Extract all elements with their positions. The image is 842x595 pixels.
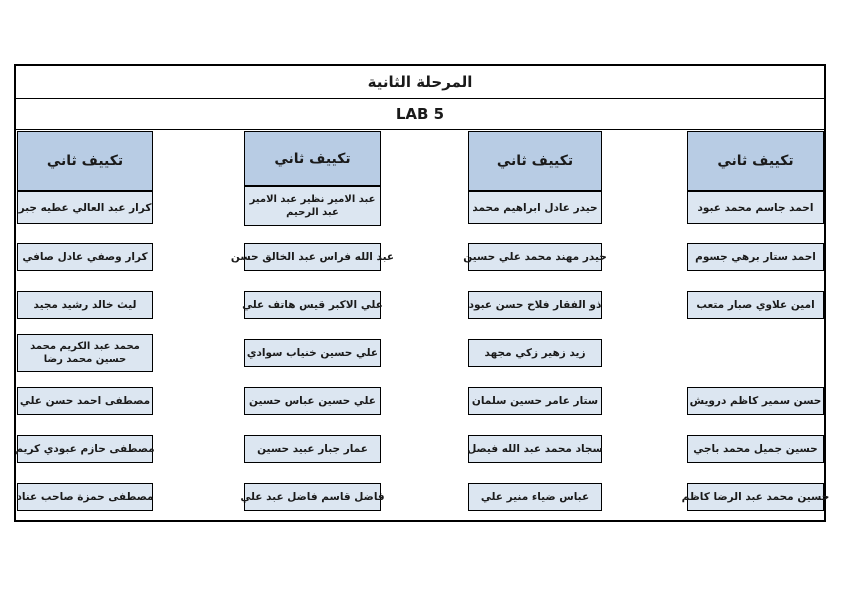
student-cell: امين علاوي صبار متعب [687,291,824,319]
group-column-second-from-left: تكييف ثاني عبد الامير نظير عبد الامير عب… [231,131,394,513]
student-cell: فاضل قاسم فاضل عبد علي [240,483,385,511]
student-cell: حسن سمير كاظم درويش [687,387,824,415]
group-column-leftmost: تكييف ثاني كرار عبد العالي عطيه جبر كرار… [15,131,155,513]
student-cell: مصطفى احمد حسن علي [17,387,153,415]
student-cell: حسين محمد عبد الرضا كاظم [682,483,829,511]
student-cell: حيدر مهند محمد علي حسين [463,243,607,271]
group-header: تكييف ثاني [468,131,602,191]
student-cell: كرار وصفي عادل صافي [17,243,153,271]
student-cell: عبد الامير نظير عبد الامير عبد الرحيم [244,186,381,226]
student-cell: كرار عبد العالي عطيه جبر [17,191,153,224]
lab-title: LAB 5 [395,105,445,123]
group-header: تكييف ثاني [687,131,824,191]
student-cell: عمار جبار عبيد حسين [244,435,381,463]
student-cell: علي حسين خنياب سوادي [244,339,381,367]
student-cell: ليث خالد رشيد مجيد [17,291,153,319]
student-cell: حسين جميل محمد باجي [687,435,824,463]
student-cell: حيدر عادل ابراهيم محمد [468,191,602,224]
student-cell: مصطفى حمزة صاحب عناد [16,483,154,511]
student-cell: علي حسين عباس حسين [244,387,381,415]
student-cell: ذو الفقار فلاح حسن عبود [468,291,602,319]
lab-title-row: LAB 5 [16,99,824,130]
group-header: تكييف ثاني [17,131,153,191]
student-cell: محمد عبد الكريم محمد حسين محمد رضا [17,334,153,372]
student-cell: مصطفى حازم عبودي كريم [15,435,155,463]
student-cell: ستار عامر حسين سلمان [468,387,602,415]
group-header: تكييف ثاني [244,131,381,186]
student-cell: عباس ضياء منير علي [468,483,602,511]
student-cell: سجاد محمد عبد الله فيصل [467,435,603,463]
group-column-rightmost: تكييف ثاني احمد جاسم محمد عبود احمد ستار… [682,131,829,513]
student-cell: عبد الله فراس عبد الخالق حسن [231,243,394,271]
student-cell: زيد زهير زكي مجهد [468,339,602,367]
stage-title: المرحلة الثانية [367,73,473,91]
group-column-second-from-right: تكييف ثاني حيدر عادل ابراهيم محمد حيدر م… [463,131,607,513]
student-cell: احمد ستار برهي جسوم [687,243,824,271]
student-cell: علي الاكبر قيس هاتف علي [242,291,383,319]
student-cell: احمد جاسم محمد عبود [687,191,824,224]
stage-title-row: المرحلة الثانية [16,66,824,99]
